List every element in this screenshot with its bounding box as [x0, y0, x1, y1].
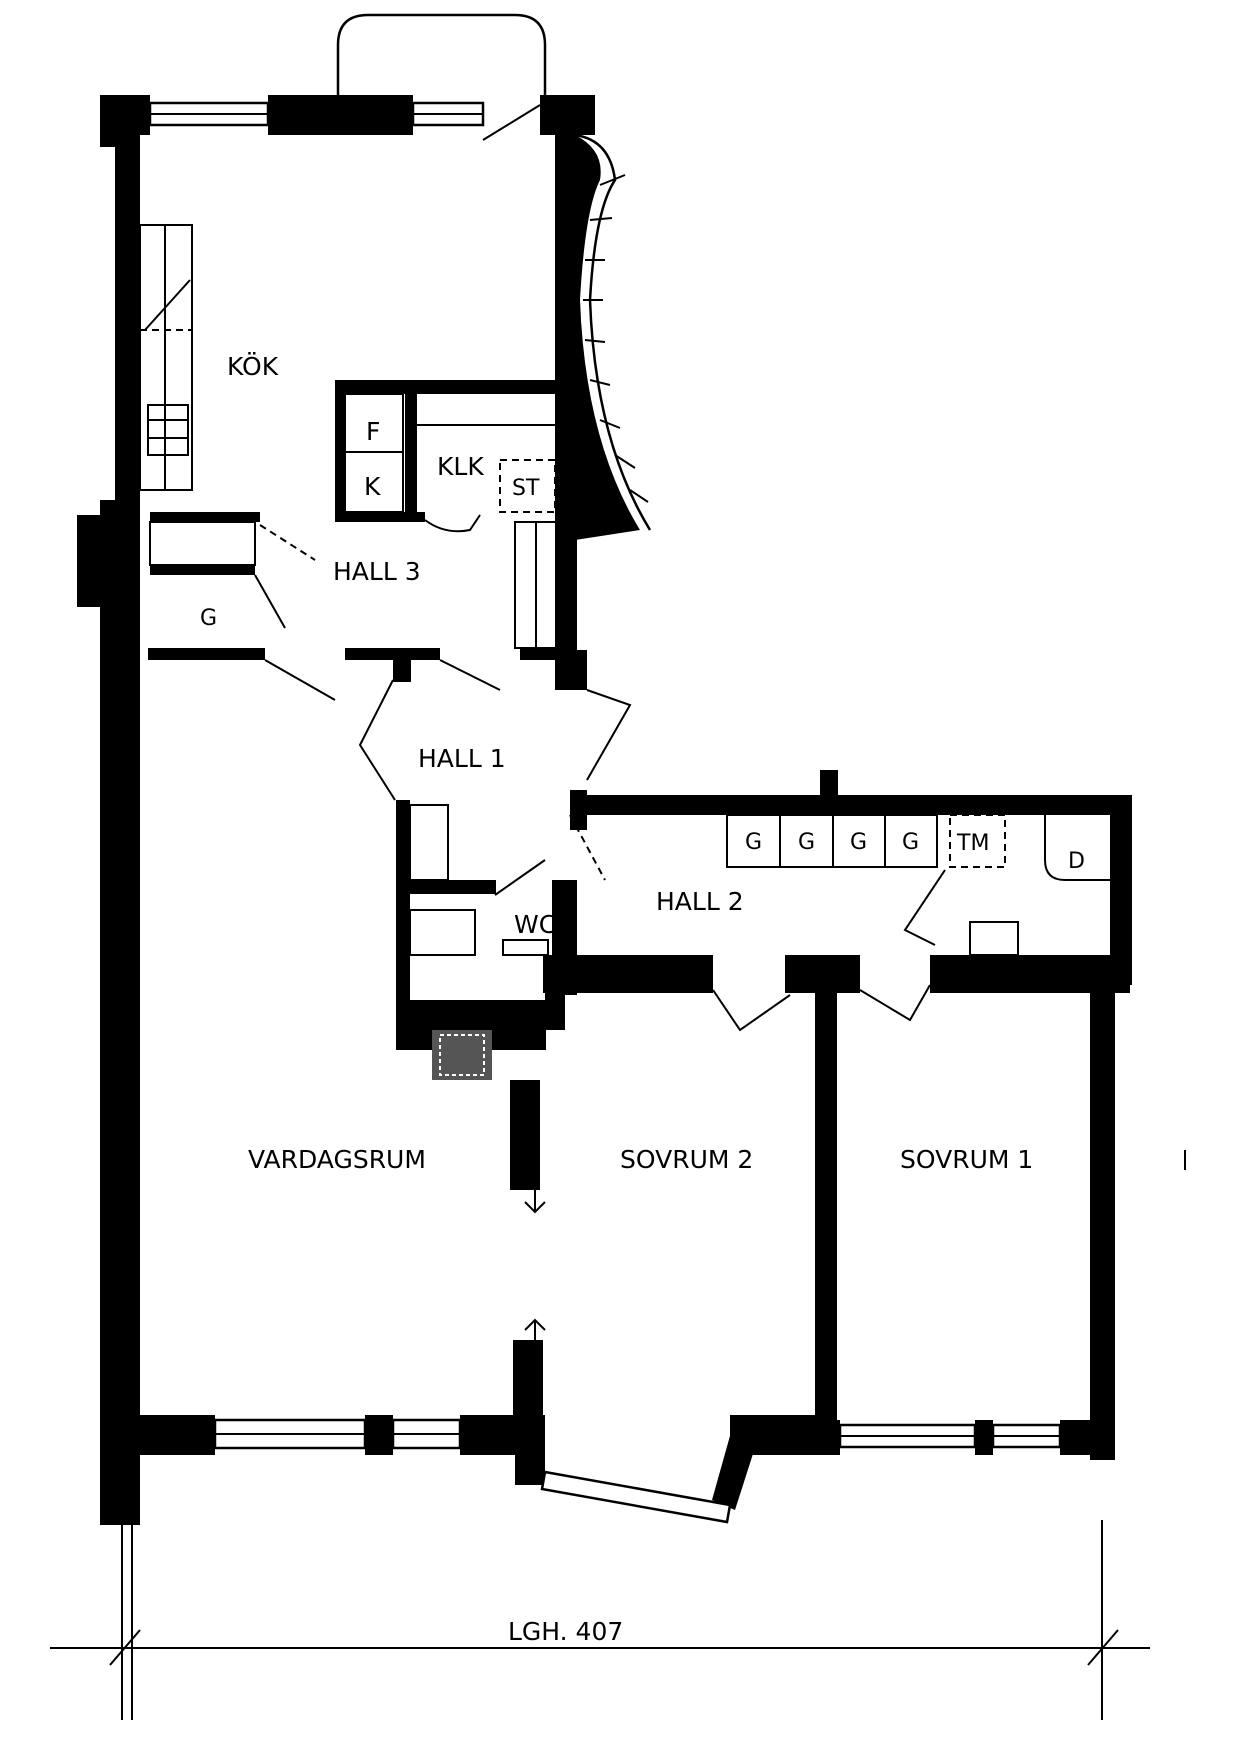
label-wardrobe-2: G — [798, 830, 815, 855]
room-labels: KÖK F K KLK ST HALL 3 G HALL 1 WC HALL 2… — [200, 352, 1085, 1646]
label-k: K — [364, 472, 381, 501]
label-sovrum-2: SOVRUM 2 — [620, 1145, 753, 1174]
fixtures — [139, 224, 1110, 1340]
balcony — [336, 13, 652, 540]
label-sovrum-1: SOVRUM 1 — [900, 1145, 1033, 1174]
label-kok: KÖK — [227, 352, 279, 381]
label-f: F — [366, 417, 380, 446]
dimension-label: LGH. 407 — [508, 1617, 623, 1646]
dimension-lines — [50, 1150, 1186, 1720]
label-wardrobe-1: G — [745, 830, 762, 855]
label-vardagsrum: VARDAGSRUM — [248, 1145, 426, 1174]
label-wardrobe-4: G — [902, 830, 919, 855]
label-hall-1: HALL 1 — [418, 744, 506, 773]
label-st: ST — [512, 476, 540, 501]
label-d: D — [1068, 849, 1085, 874]
label-hall-2: HALL 2 — [656, 887, 744, 916]
label-hall-3: HALL 3 — [333, 557, 421, 586]
label-wardrobe-3: G — [850, 830, 867, 855]
label-tm: TM — [956, 831, 989, 856]
label-klk: KLK — [437, 452, 484, 481]
doors — [254, 104, 946, 1032]
label-g-hall-3: G — [200, 606, 217, 631]
walls — [77, 95, 1132, 1525]
windows — [148, 101, 1062, 1524]
label-wc: WC — [514, 910, 556, 939]
